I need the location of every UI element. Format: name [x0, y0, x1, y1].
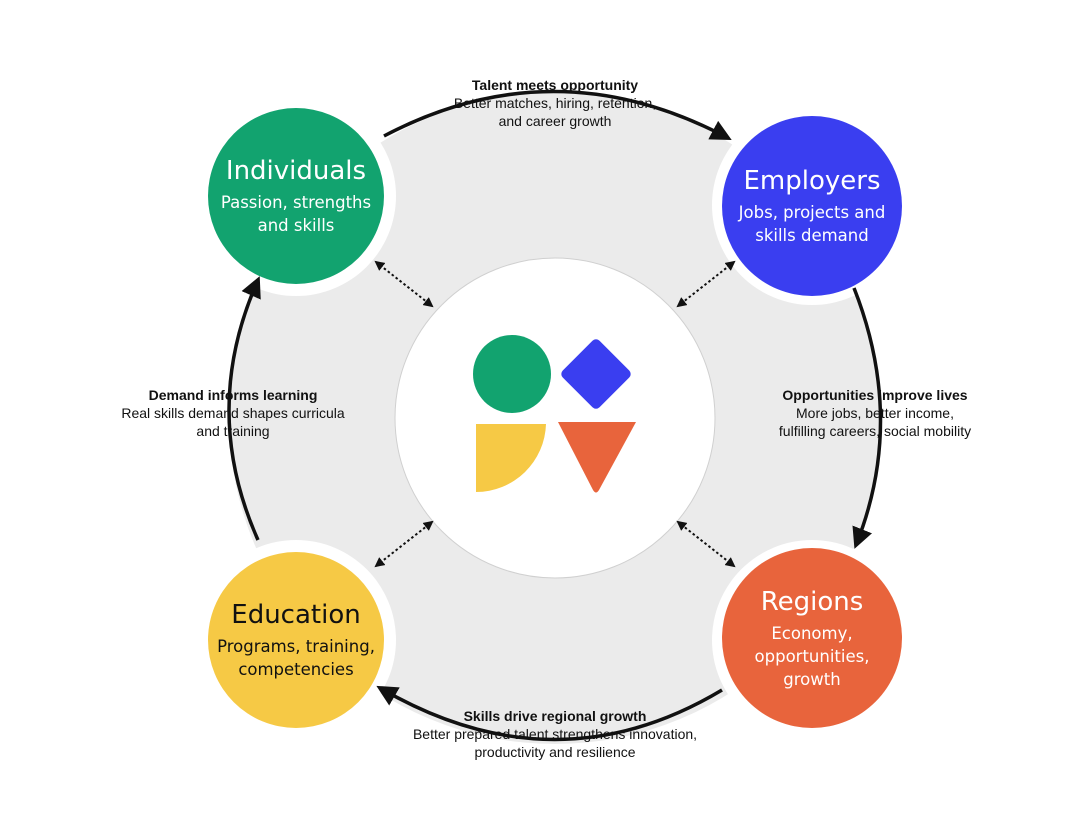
- employers-sub-line: skills demand: [755, 226, 869, 245]
- orange-triangle-icon: [558, 422, 636, 493]
- flow-right-title: Opportunities improve lives: [782, 387, 968, 403]
- node-regions: Regions Economy, opportunities, growth: [722, 548, 902, 728]
- individuals-sub-line: Passion, strengths: [220, 193, 372, 212]
- regions-subtitle: Economy, opportunities, growth: [755, 622, 870, 691]
- flow-left-title: Demand informs learning: [148, 387, 318, 403]
- flow-label-bottom: Skills drive regional growth Better prep…: [375, 707, 735, 761]
- flow-left-line: and training: [196, 423, 270, 439]
- center-circle: [394, 257, 716, 579]
- arrow-top: [383, 89, 732, 140]
- flow-top-title: Talent meets opportunity: [471, 77, 639, 93]
- flow-top-line: and career growth: [498, 113, 612, 129]
- education-sub-line: Programs, training,: [217, 637, 375, 656]
- flow-bottom-title: Skills drive regional growth: [463, 708, 647, 724]
- flow-left-line: Real skills demand shapes curricula: [121, 405, 345, 421]
- regions-sub-line: growth: [783, 669, 841, 689]
- node-education: Education Programs, training, competenci…: [208, 552, 384, 728]
- regions-sub-line: opportunities,: [754, 646, 870, 666]
- education-sub-line: competencies: [238, 660, 354, 679]
- flow-right-line: fulfilling careers, social mobility: [778, 423, 972, 439]
- employers-title: Employers: [743, 166, 881, 196]
- node-employers: Employers Jobs, projects and skills dema…: [722, 116, 902, 296]
- flow-label-left: Demand informs learning Real skills dema…: [100, 386, 366, 440]
- node-individuals: Individuals Passion, strengths and skill…: [208, 108, 384, 284]
- yellow-quarter-icon: [476, 424, 546, 492]
- employers-subtitle: Jobs, projects and skills demand: [739, 201, 886, 247]
- connector-employers: [676, 260, 736, 308]
- arrow-right: [852, 287, 883, 549]
- green-circle-icon: [473, 335, 551, 413]
- arrow-left: [227, 276, 261, 541]
- employers-sub-line: Jobs, projects and: [738, 203, 886, 222]
- flow-right-line: More jobs, better income,: [796, 405, 954, 421]
- individuals-title: Individuals: [225, 156, 367, 186]
- regions-title: Regions: [760, 586, 864, 617]
- individuals-subtitle: Passion, strengths and skills: [221, 191, 371, 237]
- individuals-sub-line: and skills: [257, 216, 335, 235]
- connector-individuals: [374, 260, 434, 308]
- regions-sub-line: Economy,: [771, 623, 853, 643]
- blue-diamond-icon: [561, 339, 631, 409]
- arrow-bottom: [376, 685, 723, 742]
- education-title: Education: [231, 600, 361, 630]
- flow-top-line: Better matches, hiring, retention,: [453, 95, 657, 111]
- flow-label-right: Opportunities improve lives More jobs, b…: [745, 386, 1005, 440]
- flow-bottom-line: Better prepared talent strengthens innov…: [412, 726, 698, 742]
- flow-bottom-line: productivity and resilience: [474, 744, 636, 760]
- connector-regions: [676, 520, 736, 568]
- flow-label-top: Talent meets opportunity Better matches,…: [405, 76, 705, 130]
- connector-education: [374, 520, 434, 568]
- education-subtitle: Programs, training, competencies: [217, 635, 375, 681]
